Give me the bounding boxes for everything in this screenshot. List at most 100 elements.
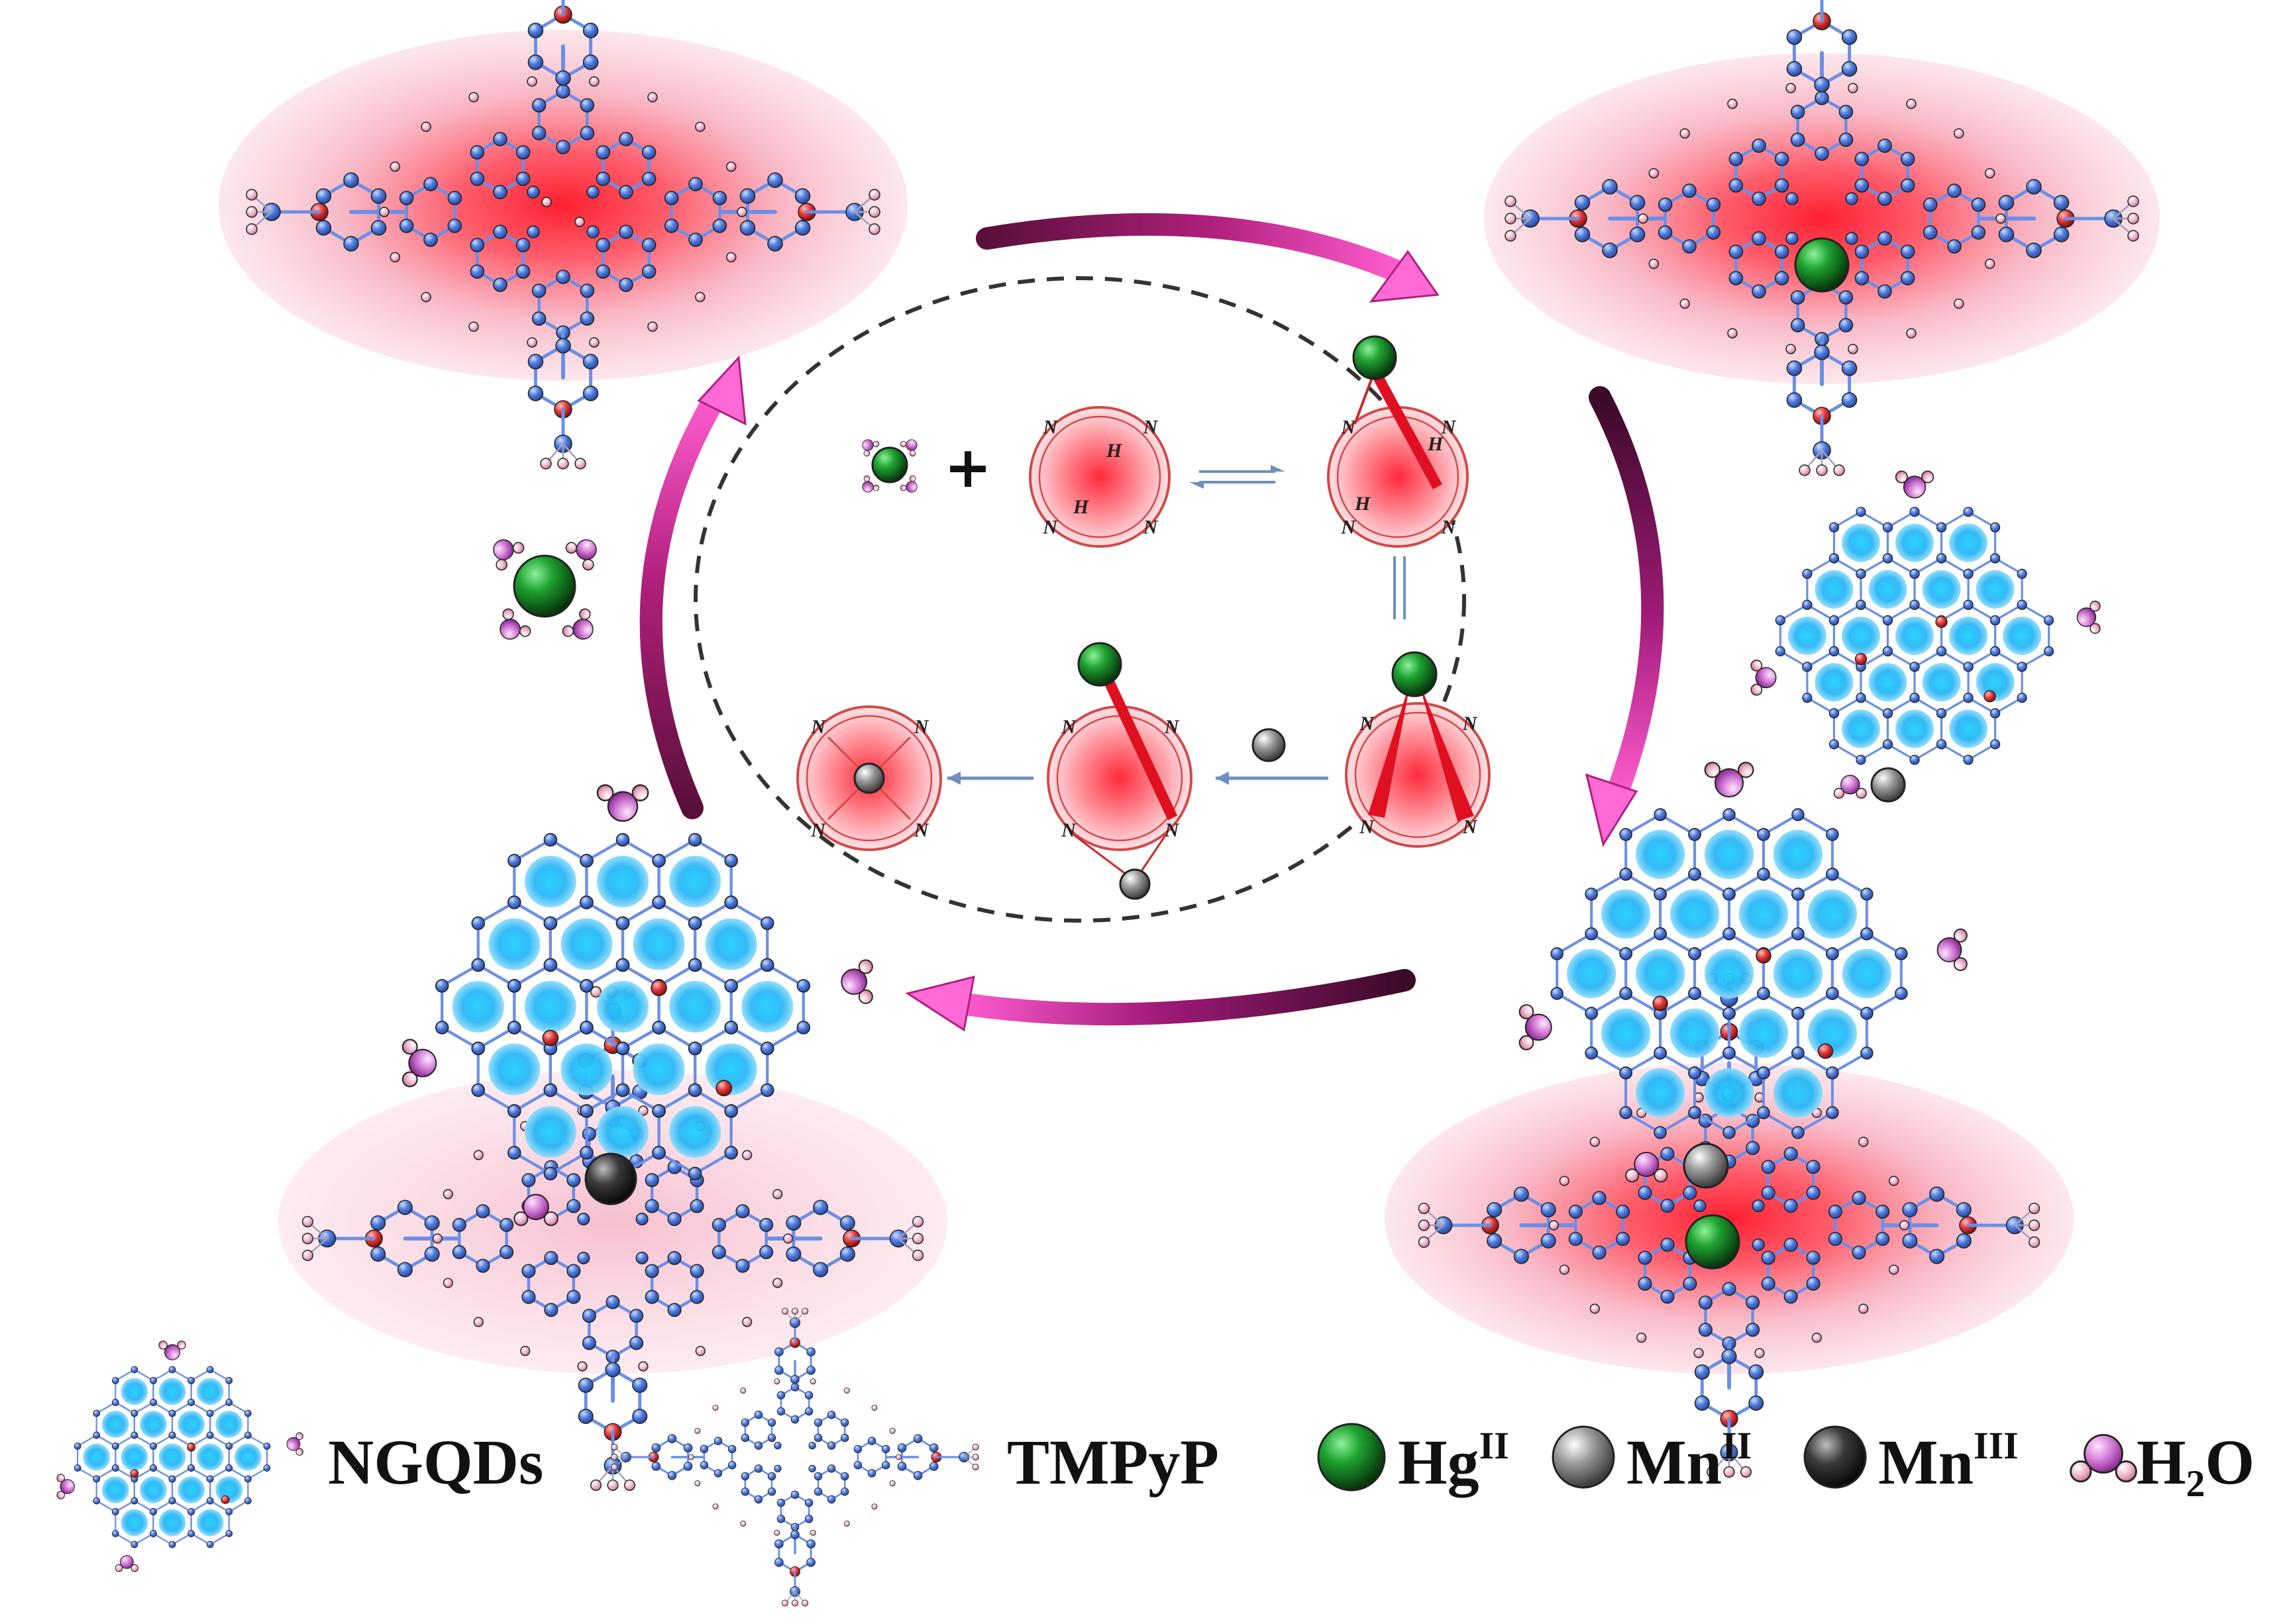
hydrogen-atom: [379, 207, 390, 217]
carbon-atom: [776, 1391, 786, 1399]
carbon-atom: [168, 1497, 176, 1505]
aromatic-ring-glow: [1635, 1068, 1685, 1118]
carbon-atom: [632, 1377, 648, 1393]
carbon-atom: [150, 1377, 157, 1384]
carbon-atom: [881, 1460, 890, 1470]
bond: [729, 901, 769, 925]
aromatic-ring-glow: [178, 1476, 205, 1503]
carbon-atom: [1513, 1186, 1529, 1202]
aromatic-ring-glow: [1841, 616, 1880, 656]
carbon-atom: [1956, 1233, 1972, 1249]
carbon-atom: [794, 220, 811, 236]
hydrogen-atom: [577, 1361, 588, 1372]
hydrogen-atom: [1518, 1035, 1534, 1050]
carbon-atom: [754, 1410, 763, 1419]
bond: [476, 1026, 516, 1050]
bond: [1590, 932, 1628, 956]
carbon-atom: [74, 1464, 81, 1472]
hydrogen-atom: [158, 1341, 168, 1350]
oxygen-atom: [1714, 768, 1744, 798]
carbon-atom: [1757, 987, 1770, 1000]
hydrogen-atom: [638, 1361, 649, 1372]
hydrogen-atom: [2029, 1236, 2040, 1248]
carbon-atom: [1568, 1204, 1583, 1219]
carbon-atom: [615, 833, 630, 847]
carbon-atom: [1856, 692, 1866, 703]
carbon-atom: [1602, 242, 1618, 258]
hg-n-bond: [1369, 368, 1443, 489]
aromatic-ring-glow: [1566, 948, 1616, 999]
bond: [133, 1467, 154, 1480]
ngqd-molecule: [401, 784, 873, 1227]
arrow-shaft: [949, 969, 1416, 1026]
water-molecule: [1704, 762, 1754, 798]
hydrogen-label: H: [1427, 433, 1444, 455]
carbon-atom: [531, 126, 547, 140]
hydrogen-atom: [871, 1503, 878, 1510]
aromatic-ring-glow: [524, 1105, 576, 1158]
hydrogen-atom: [1899, 1220, 1910, 1231]
aromatic-ring-glow: [524, 980, 576, 1033]
bond-wedge: [1368, 679, 1411, 818]
arrow-left: [639, 355, 747, 819]
carbon-atom: [759, 1245, 774, 1260]
carbon-atom: [1683, 1276, 1697, 1291]
hydrogen-atom: [772, 1278, 783, 1288]
carbon-atom: [1658, 225, 1673, 240]
hydrogen-atom: [1418, 1219, 1430, 1231]
bond: [1865, 932, 1903, 956]
water-molecule: [513, 1193, 558, 1227]
hydrogen-atom: [1679, 128, 1690, 139]
hydrogen-atom: [512, 542, 525, 554]
mn-attack-arrow: [1216, 772, 1328, 785]
carbon-atom: [423, 177, 438, 191]
carbon-atom: [1989, 553, 2001, 564]
carbon-atom: [507, 895, 521, 909]
aromatic-ring-glow: [83, 1443, 111, 1471]
bond: [513, 838, 553, 862]
carbon-atom: [206, 1431, 214, 1439]
core-nitrogen: [635, 1213, 649, 1226]
bond: [1865, 991, 1903, 1015]
bond: [1762, 813, 1799, 837]
carbon-atom: [767, 1418, 776, 1427]
hydrogen-atom: [1906, 328, 1917, 338]
hydrogen-atom: [1740, 1466, 1752, 1478]
bond: [1967, 697, 1997, 715]
carbon-atom: [629, 1309, 644, 1323]
bond: [190, 1368, 211, 1382]
carbon-atom: [1802, 568, 1813, 580]
aromatic-ring-glow: [1895, 523, 1934, 562]
hydrogen-atom: [869, 189, 880, 201]
carbon-atom: [1826, 868, 1839, 881]
carbon-atom: [1909, 599, 1920, 610]
aromatic-ring-glow: [705, 918, 757, 970]
carbon-atom: [1856, 568, 1866, 580]
bond: [1762, 872, 1799, 896]
bond: [115, 1467, 135, 1480]
carbon-atom: [688, 177, 703, 191]
carbon-atom: [1752, 284, 1766, 299]
carbon-atom: [1722, 808, 1736, 821]
hydrogen-atom: [1638, 213, 1648, 224]
aromatic-ring-glow: [1669, 1008, 1720, 1058]
hydrogen-atom: [1548, 1220, 1559, 1231]
carbon-atom: [615, 1083, 630, 1097]
core-nitrogen: [808, 1441, 816, 1450]
water-molecule: [493, 539, 525, 571]
water-molecule: [1518, 1004, 1552, 1050]
nitrogen-label: N: [1441, 416, 1457, 438]
carbon-atom: [1923, 197, 1938, 212]
carbon-atom: [1856, 599, 1866, 610]
bond: [1886, 697, 1916, 715]
bond: [1727, 1051, 1765, 1075]
carbon-atom: [724, 1146, 738, 1160]
bond: [1727, 932, 1765, 956]
aromatic-ring-glow: [1949, 709, 1988, 748]
carbon-atom: [606, 1295, 620, 1309]
carbon-atom: [1752, 138, 1766, 153]
legend-mn2-icon: [1552, 1425, 1615, 1489]
carbon-atom: [1936, 646, 1947, 657]
bond: [1860, 650, 1889, 668]
